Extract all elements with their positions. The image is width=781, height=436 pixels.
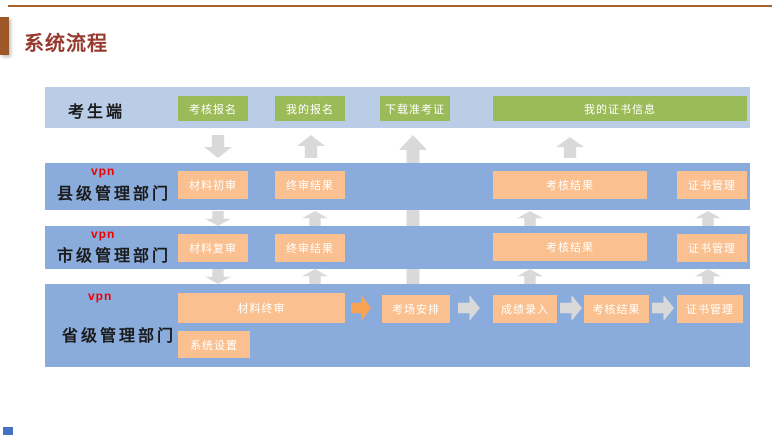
province-vpn-label: vpn	[88, 289, 113, 303]
final-review-result-button: 终审结果	[275, 171, 345, 199]
page-title: 系统流程	[24, 33, 108, 55]
band-candidate-label: 考生端	[68, 104, 126, 121]
material-final-review-button: 材料终审	[178, 293, 345, 323]
exam-venue-arrangement-button: 考场安排	[382, 295, 450, 323]
flow-arrow-up-icon	[517, 211, 543, 226]
flow-arrow-up-icon	[302, 269, 328, 284]
system-settings-button: 系统设置	[178, 331, 250, 358]
flow-arrow-down-icon	[204, 135, 232, 158]
band-province-label: 省级管理部门	[62, 328, 177, 345]
flow-arrow-up-icon	[695, 211, 721, 226]
flow-arrow-up-icon	[517, 269, 543, 284]
download-admission-ticket-button: 下载准考证	[380, 96, 450, 121]
final-review-result-button: 终审结果	[275, 234, 345, 262]
flow-arrow-down-icon	[205, 211, 231, 226]
score-entry-button: 成绩录入	[493, 295, 557, 323]
material-second-review-button: 材料复审	[178, 234, 248, 262]
county-vpn-label: vpn	[91, 164, 116, 178]
my-registration-button: 我的报名	[275, 96, 345, 121]
certificate-management-button: 证书管理	[677, 295, 743, 323]
corner-accent-square	[3, 427, 13, 435]
my-certificate-info-button: 我的证书信息	[493, 96, 747, 121]
flow-arrow-down-icon	[205, 269, 231, 284]
exam-registration-button: 考核报名	[178, 96, 248, 121]
city-vpn-label: vpn	[91, 227, 116, 241]
band-county-label: 县级管理部门	[57, 186, 172, 203]
top-accent-line	[8, 5, 772, 7]
flow-arrow-up-icon	[556, 137, 584, 158]
material-first-review-button: 材料初审	[178, 171, 248, 199]
band-city-label: 市级管理部门	[57, 248, 172, 265]
flow-arrow-up-icon	[302, 211, 328, 226]
assessment-result-button: 考核结果	[493, 171, 647, 199]
flow-arrow-up-icon	[695, 269, 721, 284]
assessment-result-button: 考核结果	[584, 295, 649, 323]
certificate-management-button: 证书管理	[677, 171, 747, 199]
assessment-result-button: 考核结果	[493, 233, 647, 261]
flow-arrow-up-icon	[297, 135, 325, 158]
certificate-management-button: 证书管理	[677, 234, 747, 262]
title-accent-bar	[0, 17, 9, 55]
